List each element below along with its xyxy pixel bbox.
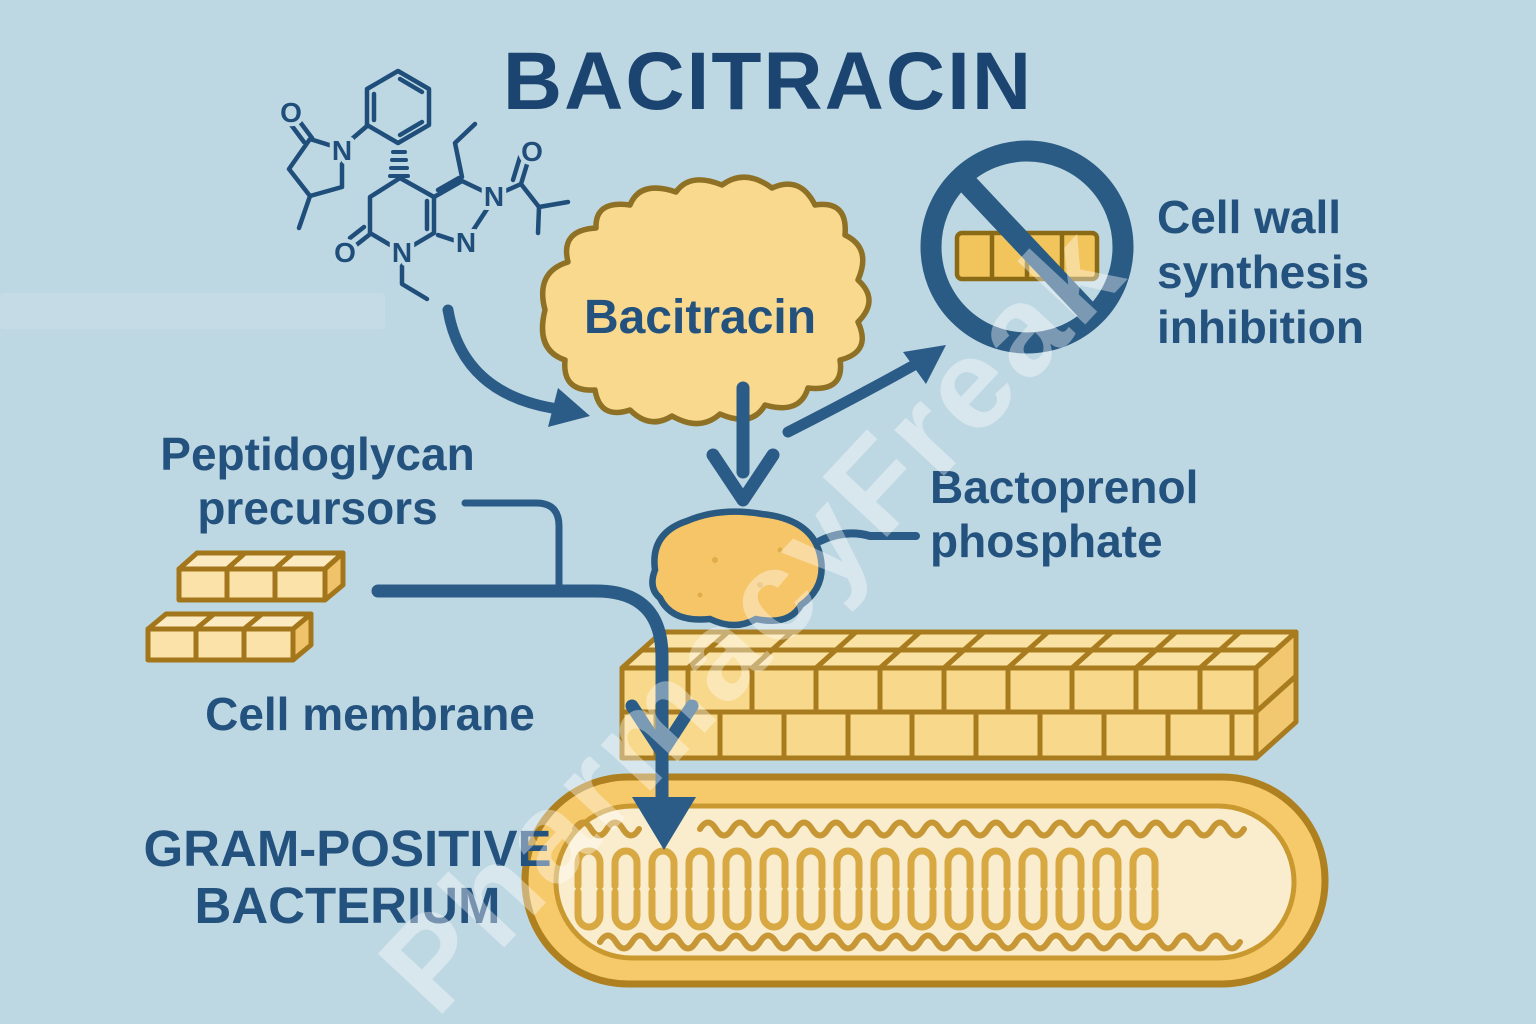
bactoprenol-callout-line [816, 529, 920, 545]
page-title: BACITRACIN [502, 36, 1034, 127]
peptidoglycan-line-1: Peptidoglycan [160, 428, 475, 480]
bacitracin-cloud-label: Bacitracin [583, 291, 817, 344]
pyrazole-ring [431, 175, 492, 244]
cell-wall-inhibition-label: Cell wall synthesis inhibition [1157, 190, 1369, 355]
hash-wedge-bond [388, 150, 410, 178]
no-entry-icon [920, 140, 1134, 354]
arrow-structure-to-cloud-icon [442, 304, 590, 427]
benzene-ring [364, 68, 432, 146]
gram-line-2: BACTERIUM [194, 877, 501, 934]
membrane-squiggle-lines [572, 819, 1247, 952]
cell-wall-bricks-icon [619, 629, 1299, 761]
svg-text:N: N [392, 237, 412, 268]
acyl-group [500, 154, 571, 236]
atom-labels: O N O N N N O [276, 93, 547, 272]
pyrrolidinone-ring [286, 136, 345, 199]
precursors-connector-line [461, 499, 563, 592]
cloud-down-arrow-icon [706, 381, 780, 507]
peptidoglycan-line-2: precursors [197, 481, 438, 534]
light-band-artifact [0, 293, 385, 329]
svg-text:N: N [484, 181, 504, 212]
bactoprenol-line-1: Bactoprenol [930, 461, 1199, 513]
bacterium-capsule-icon [521, 773, 1329, 988]
gram-positive-bacterium-label: GRAM-POSITIVE BACTERIUM [140, 820, 555, 934]
bacitracin-cloud [539, 174, 872, 427]
bactoprenol-blob-icon [649, 508, 825, 629]
svg-text:O: O [334, 237, 356, 268]
cell-membrane-label: Cell membrane [205, 688, 535, 740]
svg-text:N: N [332, 135, 352, 166]
peptidoglycan-precursor-bricks-icon [145, 550, 346, 663]
bactoprenol-phosphate-label: Bactoprenol phosphate [930, 460, 1198, 568]
molecule-structure-icon: O N O N N N O [276, 68, 571, 302]
svg-text:O: O [521, 136, 543, 167]
peptidoglycan-precursors-label: Peptidoglycan precursors [110, 428, 525, 536]
inhibition-line-1: Cell wall [1157, 191, 1342, 243]
arrow-cloud-to-inhibition-icon [782, 345, 946, 438]
svg-text:O: O [280, 97, 302, 128]
svg-text:N: N [456, 227, 476, 258]
pathway-arrow-icon [371, 584, 699, 850]
inhibition-line-3: inhibition [1157, 301, 1364, 353]
inhibition-line-2: synthesis [1157, 246, 1370, 298]
bactoprenol-line-2: phosphate [930, 515, 1163, 567]
gram-line-1: GRAM-POSITIVE [143, 820, 552, 877]
